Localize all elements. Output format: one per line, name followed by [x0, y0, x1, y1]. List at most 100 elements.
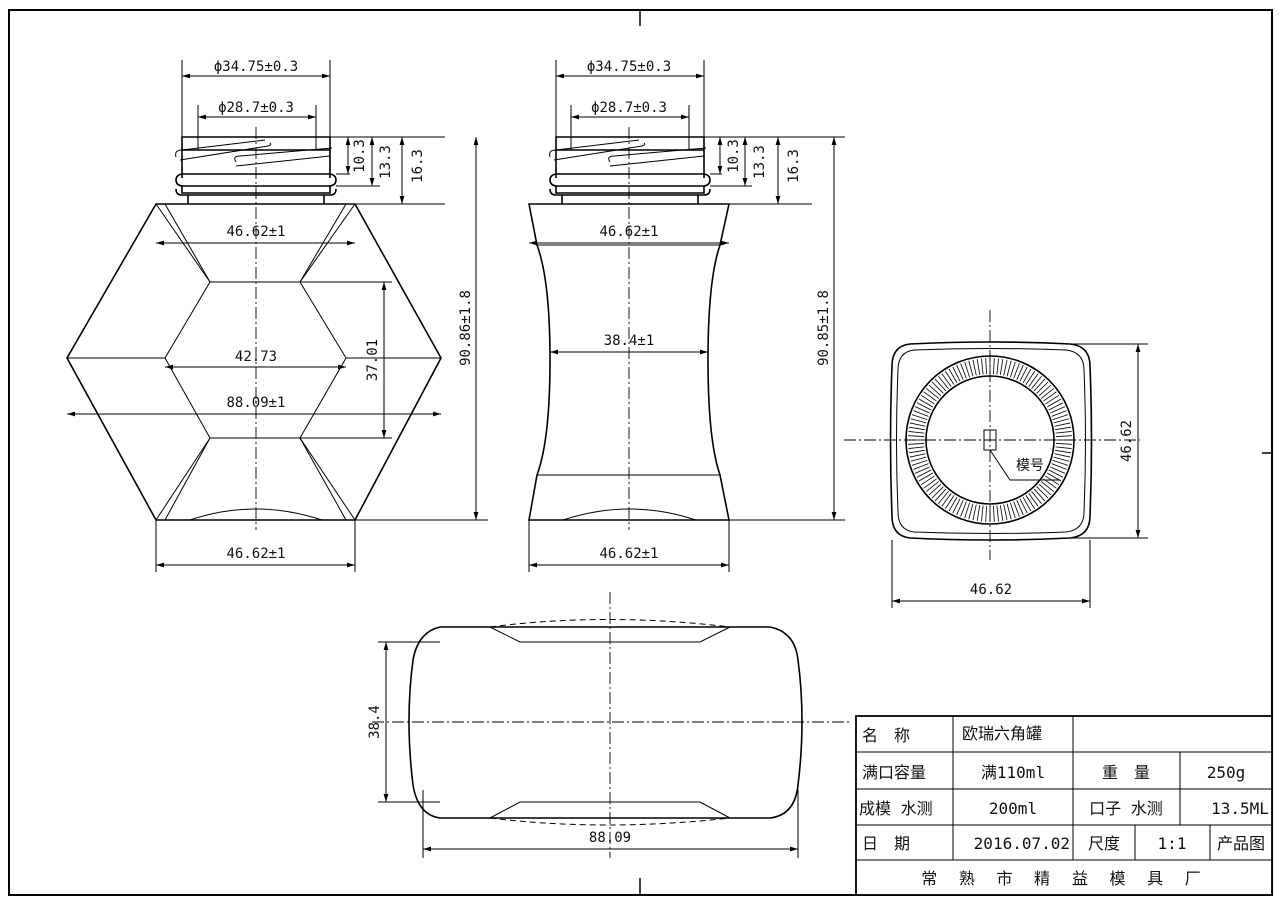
knurl-tick: [1050, 406, 1066, 414]
knurl-tick: [948, 368, 958, 384]
knurl-tick: [923, 391, 937, 402]
knurl-tick: [916, 402, 932, 411]
front-outer-finish-dia: ϕ34.75±0.3: [214, 59, 298, 75]
knurl-tick: [996, 505, 999, 522]
knurl-tick: [911, 414, 928, 420]
knurl-tick: [952, 498, 961, 514]
knurl-tick: [1041, 481, 1054, 492]
knurl-tick: [926, 481, 939, 492]
knurl-tick: [956, 364, 964, 380]
knurl-tick: [1003, 504, 1008, 521]
bottom-width: 88.09: [589, 830, 631, 846]
knurl-tick: [911, 460, 928, 466]
tb-date-label: 日 期: [862, 834, 910, 853]
knurl-tick: [968, 503, 974, 520]
knurl-tick: [1010, 361, 1016, 378]
knurl-tick: [952, 366, 961, 382]
knurl-tick: [964, 361, 970, 378]
knurl-tick: [921, 475, 935, 485]
knurl-tick: [1013, 363, 1020, 379]
tb-neck-water-label: 口子 水测: [1089, 799, 1163, 818]
knurl-tick: [1053, 456, 1070, 462]
side-shoulder-width: 46.62±1: [599, 224, 658, 240]
knurl-tick: [993, 505, 995, 522]
knurl-tick: [914, 406, 930, 414]
knurl-tick: [941, 493, 952, 507]
front-thread-h2: 13.3: [378, 145, 394, 179]
knurl-tick: [916, 469, 932, 478]
tb-mold-water-label: 成模 水测: [859, 799, 933, 818]
knurl-tick: [956, 500, 964, 516]
top-view: [844, 310, 1148, 608]
side-thread-h1: 10.3: [726, 139, 742, 173]
knurl-tick: [910, 418, 927, 424]
knurl-tick: [1050, 466, 1066, 474]
side-thread-h2: 13.3: [752, 145, 768, 179]
tb-scale-label: 尺度: [1088, 834, 1120, 853]
tb-scale-value: 1:1: [1158, 834, 1187, 853]
knurl-tick: [908, 426, 925, 431]
knurl-tick: [1022, 496, 1032, 512]
front-thread-h3: 16.3: [410, 149, 426, 183]
knurl-tick: [1046, 398, 1062, 408]
tb-factory: 常 熟 市 精 益 模 具 厂: [921, 869, 1206, 888]
knurl-tick: [928, 384, 942, 397]
knurl-tick: [938, 376, 949, 389]
knurl-tick: [1010, 502, 1016, 519]
knurl-tick: [1022, 368, 1032, 384]
front-shoulder-width: 46.62±1: [226, 224, 285, 240]
knurl-tick: [1031, 491, 1042, 504]
front-waist-height: 37.01: [365, 339, 381, 381]
side-total-height: 90.85±1.8: [816, 290, 832, 366]
knurl-tick: [918, 472, 934, 482]
front-base-width: 46.62±1: [226, 546, 285, 562]
knurl-tick: [934, 378, 947, 392]
knurl-tick: [1033, 378, 1046, 392]
knurl-tick: [1036, 486, 1049, 499]
knurl-tick: [909, 453, 926, 458]
knurl-tick: [1048, 469, 1064, 478]
knurl-tick: [1038, 483, 1052, 496]
side-view: [528, 60, 845, 572]
knurl-tick: [1043, 391, 1057, 402]
knurl-tick: [1055, 435, 1072, 437]
tb-capacity-label: 满口容量: [862, 763, 926, 782]
knurl-tick: [1055, 426, 1072, 431]
knurl-tick: [1019, 498, 1028, 514]
knurl-tick: [1052, 414, 1069, 420]
knurl-tick: [1031, 376, 1042, 389]
knurl-tick: [908, 431, 925, 434]
title-block-grid: [855, 715, 1273, 896]
knurl-tick: [981, 505, 984, 522]
knurl-tick: [1013, 501, 1020, 517]
top-width: 46.62: [970, 582, 1012, 598]
front-view: [66, 60, 488, 572]
knurl-tick: [993, 358, 995, 375]
knurl-tick: [1028, 373, 1039, 387]
knurl-tick: [926, 388, 939, 399]
knurl-tick: [1054, 453, 1071, 458]
knurl-tick: [1006, 360, 1012, 377]
knurl-tick: [999, 358, 1004, 375]
side-base-width: 46.62±1: [599, 546, 658, 562]
knurl-tick: [1028, 493, 1039, 507]
tb-name-value: 欧瑞六角罐: [962, 724, 1042, 743]
knurl-tick: [1016, 364, 1024, 380]
knurl-tick: [972, 359, 977, 376]
tb-weight-value: 250g: [1207, 763, 1246, 782]
tb-name-label: 名 称: [862, 726, 910, 745]
side-outer-finish-dia: ϕ34.75±0.3: [587, 59, 671, 75]
front-waist-width: 42.73: [235, 349, 277, 365]
front-body-width: 88.09±1: [226, 395, 285, 411]
knurl-tick: [945, 495, 955, 509]
knurl-tick: [921, 395, 935, 405]
knurl-tick: [1019, 366, 1028, 382]
knurl-tick: [1003, 359, 1008, 376]
knurl-tick: [1048, 402, 1064, 411]
knurl-tick: [1055, 449, 1072, 454]
knurl-tick: [1054, 422, 1071, 427]
knurl-tick: [1053, 418, 1070, 424]
front-thread-h1: 10.3: [352, 139, 368, 173]
knurl-tick: [1055, 446, 1072, 449]
knurl-tick: [996, 358, 999, 375]
